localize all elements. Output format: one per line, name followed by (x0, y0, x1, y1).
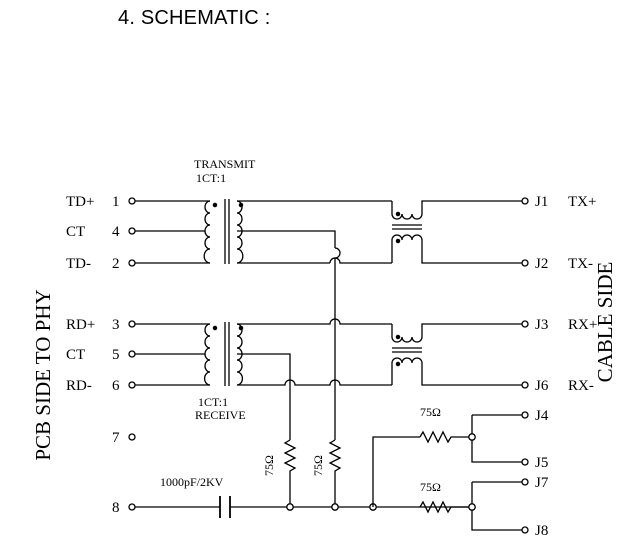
cable-ref-j6: J6 (535, 378, 549, 394)
cable-name-tx-plus: TX+ (568, 194, 596, 210)
transmit-label: TRANSMIT (194, 157, 256, 171)
pcb-pin-terminals (128, 197, 136, 511)
polarity-dot (395, 211, 401, 217)
cable-ref-j1: J1 (535, 194, 548, 210)
junction-dot (286, 503, 294, 511)
tx-common-mode-choke (329, 200, 522, 264)
terminal-j8 (521, 526, 529, 534)
cable-name-rx-plus: RX+ (568, 317, 597, 333)
rx-common-mode-choke (391, 323, 522, 386)
polarity-dot (395, 238, 401, 244)
terminal-pin-6 (128, 381, 136, 389)
pin-name-ct-tx: CT (66, 224, 85, 240)
terminal-pin-4 (128, 227, 136, 235)
pin-num-3: 3 (112, 317, 120, 333)
cable-ref-j5: J5 (535, 455, 548, 471)
pin-num-2: 2 (112, 256, 120, 272)
pin-num-4: 4 (112, 224, 120, 240)
page-title: 4. SCHEMATIC : (118, 7, 271, 29)
receive-label: RECEIVE (195, 408, 246, 422)
junction-dot (468, 503, 476, 511)
pin-name-td-minus: TD- (66, 256, 91, 272)
transmit-ratio: 1CT:1 (196, 171, 226, 185)
polarity-dot (212, 202, 218, 208)
polarity-dot (238, 202, 244, 208)
terminal-pin-3 (128, 320, 136, 328)
polarity-dot (395, 361, 401, 367)
terminal-j4 (521, 411, 529, 419)
pin-name-rd-plus: RD+ (66, 317, 95, 333)
cable-side-label: CABLE SIDE (593, 262, 617, 383)
terminal-pin-7 (128, 433, 136, 441)
resistor-label-4: 75Ω (420, 480, 441, 494)
resistor-label-2: 75Ω (311, 455, 325, 476)
pin-num-8: 8 (112, 500, 120, 516)
pin-num-5: 5 (112, 347, 120, 363)
pin-name-rd-minus: RD- (66, 378, 92, 394)
capacitor-label: 1000pF/2KV (160, 475, 224, 489)
terminal-pin-2 (128, 259, 136, 267)
cable-ref-j7: J7 (535, 475, 549, 491)
terminal-pin-1 (128, 197, 136, 205)
cable-ref-j3: J3 (535, 317, 548, 333)
polarity-dot (212, 325, 218, 331)
polarity-dot (238, 325, 244, 331)
transmit-transformer (135, 199, 392, 264)
cable-pin-terminals (521, 197, 529, 534)
junction-dot (331, 503, 339, 511)
ground-bus (135, 436, 472, 518)
terminal-j5 (521, 458, 529, 466)
terminal-j1 (521, 197, 529, 205)
resistor-label-1: 75Ω (262, 455, 276, 476)
terminal-pin-8 (128, 503, 136, 511)
terminal-j6 (521, 381, 529, 389)
resistor-label-3: 75Ω (420, 405, 441, 419)
receive-transformer (135, 318, 392, 440)
pin-name-td-plus: TD+ (66, 194, 94, 210)
receive-ratio: 1CT:1 (198, 395, 228, 409)
capacitor (219, 496, 231, 518)
pin-num-7: 7 (112, 430, 120, 446)
cable-ref-j2: J2 (535, 256, 548, 272)
resistor-1 (283, 439, 297, 507)
pin-name-ct-rx: CT (66, 347, 85, 363)
pcb-side-label: PCB SIDE TO PHY (31, 289, 55, 460)
cable-ref-j8: J8 (535, 523, 548, 539)
terminal-j7 (521, 478, 529, 486)
terminal-pin-5 (128, 350, 136, 358)
junction-dot (468, 433, 476, 441)
polarity-dot (395, 334, 401, 340)
pin-num-6: 6 (112, 378, 120, 394)
cable-ref-j4: J4 (535, 408, 549, 424)
resistor-3 (419, 414, 522, 463)
terminal-j3 (521, 320, 529, 328)
cable-name-tx-minus: TX- (568, 256, 593, 272)
cable-name-rx-minus: RX- (568, 378, 594, 394)
resistor-2 (328, 439, 342, 507)
pin-num-1: 1 (112, 194, 120, 210)
resistor-4 (419, 481, 522, 531)
terminal-j2 (521, 259, 529, 267)
ct-tx-bus (334, 247, 341, 440)
